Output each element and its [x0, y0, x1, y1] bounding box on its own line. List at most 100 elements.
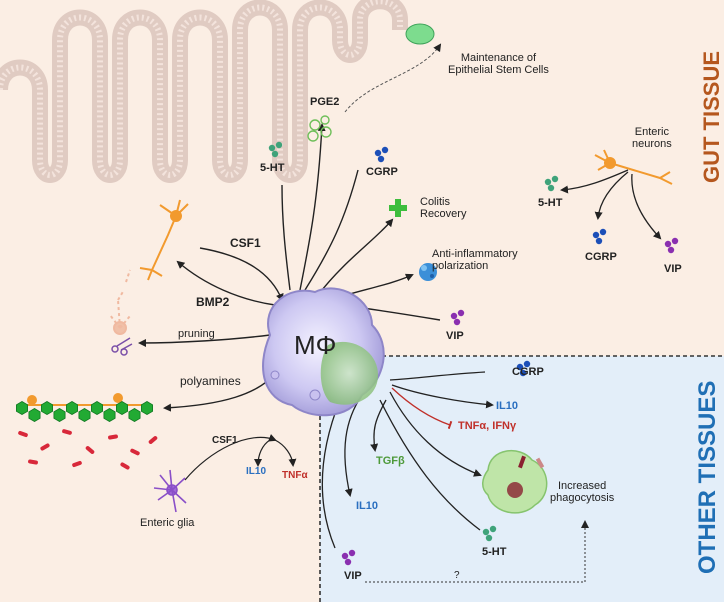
cgrp-molecule — [519, 369, 527, 377]
polyamine-hexagon — [103, 408, 116, 422]
polyamine-hexagon — [128, 408, 141, 422]
arrow-neuron-5ht — [560, 169, 629, 194]
enteric-neurons-label: Enteric neurons — [632, 126, 672, 150]
question-label: ? — [454, 570, 460, 581]
bacterium — [120, 462, 130, 470]
polyamine-hexagon — [41, 401, 53, 415]
5ht-molecule — [485, 534, 493, 542]
arrow-glia-csf1 — [184, 434, 277, 481]
other-cgrp-label: CGRP — [512, 366, 544, 378]
bacterium — [108, 434, 118, 440]
other-5ht-label: 5-HT — [482, 546, 507, 558]
cgrp-molecule — [381, 146, 389, 154]
polyamine-hexagon — [78, 408, 91, 422]
vip-molecule — [348, 549, 356, 557]
arrow-to-stem-cells — [344, 43, 442, 113]
arrow-other-tnfa — [391, 387, 453, 430]
polyamine-hexagon — [28, 408, 41, 422]
arrow-vip-phago — [365, 520, 589, 583]
bacterium — [62, 429, 72, 435]
other-tgfb-label: TGFβ — [376, 455, 405, 467]
cgrp-molecule — [374, 149, 382, 157]
polyamine-neurons-icon — [15, 393, 154, 422]
polyamine-hexagon — [53, 408, 66, 422]
phagocyte-cell — [482, 450, 548, 514]
arrow-pruning — [138, 334, 271, 347]
5ht-molecule — [482, 528, 490, 536]
arrow-glia-il10 — [254, 439, 271, 467]
pge2-label: PGE2 — [310, 96, 340, 108]
bacteria-icon — [18, 429, 158, 470]
intestinal-villi-inner — [0, 0, 403, 178]
bmp2-label: BMP2 — [196, 295, 230, 309]
other-il10b-label: IL10 — [356, 500, 379, 512]
bacterium — [28, 459, 38, 465]
csf1-label: CSF1 — [230, 236, 261, 250]
other-il10-label: IL10 — [496, 400, 519, 412]
arrow-other-phago — [389, 391, 482, 477]
arrow-other-tgfb — [370, 399, 387, 452]
pge2-icon — [307, 115, 332, 142]
polyamine-hexagon — [140, 401, 154, 415]
cgrp-label: CGRP — [366, 166, 398, 178]
colitis-plus-icon — [389, 199, 407, 217]
vip-molecule — [457, 309, 465, 317]
vip-molecule — [667, 246, 675, 254]
arrow-bmp2 — [176, 260, 276, 306]
vip-molecule — [664, 240, 672, 248]
bacterium — [18, 430, 28, 438]
polyamine-hexagon — [91, 401, 103, 415]
other-tnfa-label: TNFα, IFNγ — [458, 420, 517, 432]
neuron-5ht-label: 5-HT — [538, 197, 563, 209]
bacterium — [85, 446, 95, 454]
enteric-glia-icon — [153, 469, 187, 513]
bacterium — [40, 443, 50, 451]
5ht-molecule — [268, 144, 276, 152]
gut-tissue-title: GUT TISSUE — [699, 50, 724, 183]
5ht-label: 5-HT — [260, 162, 285, 174]
5ht-molecule — [489, 525, 497, 533]
bacterium — [130, 448, 140, 456]
epithelial-stem-cells — [405, 23, 435, 45]
macrophage-label: MΦ — [294, 330, 337, 360]
arrow-neuron-vip — [631, 173, 662, 240]
arrow-cgrp — [304, 169, 359, 291]
neuron-cgrp-label: CGRP — [585, 251, 617, 263]
cgrp-molecule — [516, 363, 524, 371]
vip-molecule — [450, 312, 458, 320]
scissors-icon — [111, 337, 133, 356]
5ht-molecule — [551, 175, 559, 183]
cgrp-molecule — [377, 155, 385, 163]
polyamine-hexagon — [15, 401, 29, 415]
5ht-molecule — [547, 184, 555, 192]
vip-molecule — [671, 237, 679, 245]
cgrp-molecule — [595, 237, 603, 245]
molecules — [268, 141, 679, 566]
cgrp-molecule — [592, 231, 600, 239]
arrow-csf1 — [199, 247, 284, 302]
arrow-neuron-cgrp — [594, 171, 629, 220]
glia-csf1-label: CSF1 — [212, 435, 238, 446]
enteric-glia-label: Enteric glia — [140, 517, 195, 529]
arrow-5ht — [281, 184, 291, 291]
glia-tnfa-label: TNFα — [282, 470, 308, 481]
cgrp-molecule — [523, 360, 531, 368]
vip-molecule — [341, 552, 349, 560]
arrow-glia-tnfa — [274, 439, 297, 467]
arrow-other-il10 — [391, 384, 494, 409]
colitis-label: Colitis Recovery — [420, 196, 467, 220]
cgrp-molecule — [599, 228, 607, 236]
anti-inflammatory-icon — [419, 263, 437, 281]
polyamine-hexagon — [116, 401, 128, 415]
5ht-molecule — [275, 141, 283, 149]
polyamine-hexagon — [66, 401, 78, 415]
arrow-other-5ht — [379, 399, 481, 531]
arrow-other-cgrp — [389, 371, 486, 381]
pruning-label: pruning — [178, 328, 215, 340]
enteric-neuron-icon — [594, 149, 673, 185]
bacterium — [72, 460, 82, 468]
glia-il10-label: IL10 — [246, 466, 267, 477]
stem-cells-label: Maintenance of Epithelial Stem Cells — [448, 52, 549, 76]
other-vip-label: VIP — [344, 570, 362, 582]
